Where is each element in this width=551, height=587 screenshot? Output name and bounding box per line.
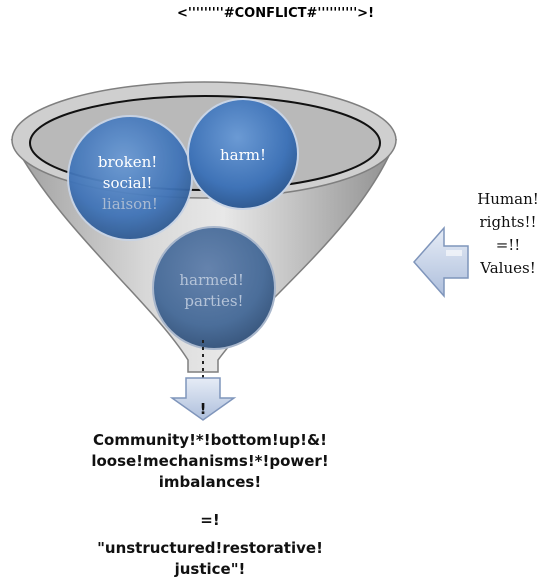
outcome-line-2: loose!mechanisms!*!power!: [91, 452, 329, 470]
side-line-4: Values!: [480, 259, 536, 277]
down-arrow-icon: [169, 377, 237, 421]
connector-mark: !: [200, 400, 207, 418]
outcome-line-1: Community!*!bottom!up!&!: [93, 431, 327, 449]
side-line-2: rights!!: [479, 213, 537, 231]
side-line-1: Human!: [477, 190, 539, 208]
justice-line-2: justice"!: [174, 560, 246, 578]
circle-1-line-3: liaison!: [102, 195, 158, 213]
svg-text:harmed! parties!: harmed! parties!: [179, 271, 248, 310]
restorative-justice-label: "unstructured!restorative! justice"!: [60, 538, 360, 580]
circle-3-line-1: harmed!: [179, 271, 244, 289]
circle-harmed-parties: harmed! parties!: [152, 226, 276, 350]
left-arrow-highlight: [446, 250, 462, 256]
left-arrow-icon: [412, 226, 469, 298]
circle-2-line-1: harm!: [220, 146, 266, 164]
circle-harm: harm!: [187, 98, 299, 210]
svg-text:harm!: harm!: [220, 146, 266, 164]
svg-text:broken! social! li: broken! social! liaison!: [98, 153, 162, 213]
diagram-title: <'''''''''#CONFLICT#''''''''''>!: [177, 6, 374, 21]
outcome-line-3: imbalances!: [158, 473, 262, 491]
side-line-3: =!!: [495, 236, 521, 254]
circle-1-line-2: social!: [103, 174, 153, 192]
equals-sign: =!: [200, 511, 220, 529]
human-rights-values-label: Human! rights!! =!! Values!: [468, 188, 548, 280]
circle-broken-social-liaison: broken! social! liaison!: [67, 115, 193, 241]
circle-3-line-2: parties!: [184, 292, 243, 310]
justice-line-1: "unstructured!restorative!: [97, 539, 323, 557]
outcome-description: Community!*!bottom!up!&! loose!mechanism…: [60, 430, 360, 493]
circle-1-line-1: broken!: [98, 153, 157, 171]
